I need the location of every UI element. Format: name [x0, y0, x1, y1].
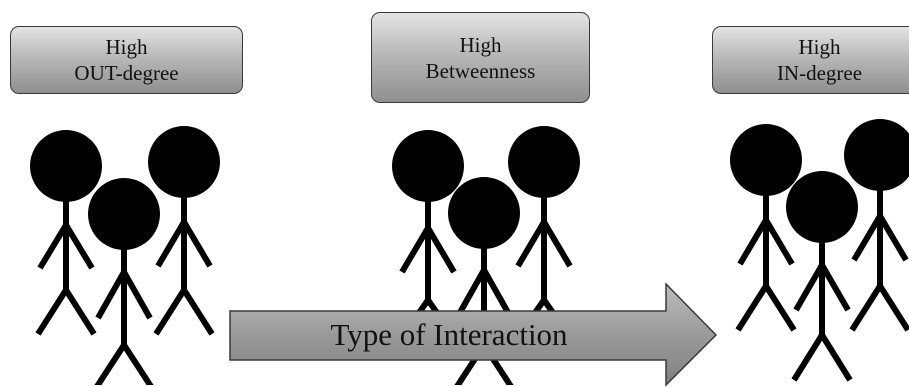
person-icon	[730, 124, 802, 332]
label-line-2: OUT-degree	[74, 61, 179, 85]
label-line-1: High	[798, 35, 841, 59]
label-line-1: High	[105, 35, 148, 59]
arrow-label: Type of Interaction	[330, 317, 568, 352]
person-icon	[148, 126, 220, 336]
label-line-2: Betweenness	[425, 58, 536, 83]
person-icon	[786, 171, 858, 382]
right-arrow-icon	[229, 283, 718, 387]
label-high-in-degree: High IN-degree	[712, 26, 909, 94]
person-icon	[508, 126, 580, 342]
label-high-betweenness: High Betweenness	[371, 12, 590, 103]
label-high-out-degree: High OUT-degree	[10, 26, 243, 94]
person-icon	[30, 130, 102, 336]
label-line-2: IN-degree	[776, 61, 863, 85]
label-line-1: High	[459, 32, 502, 57]
interaction-arrow: Type of Interaction	[229, 283, 718, 387]
person-icon	[88, 178, 160, 385]
person-icon	[844, 119, 909, 332]
